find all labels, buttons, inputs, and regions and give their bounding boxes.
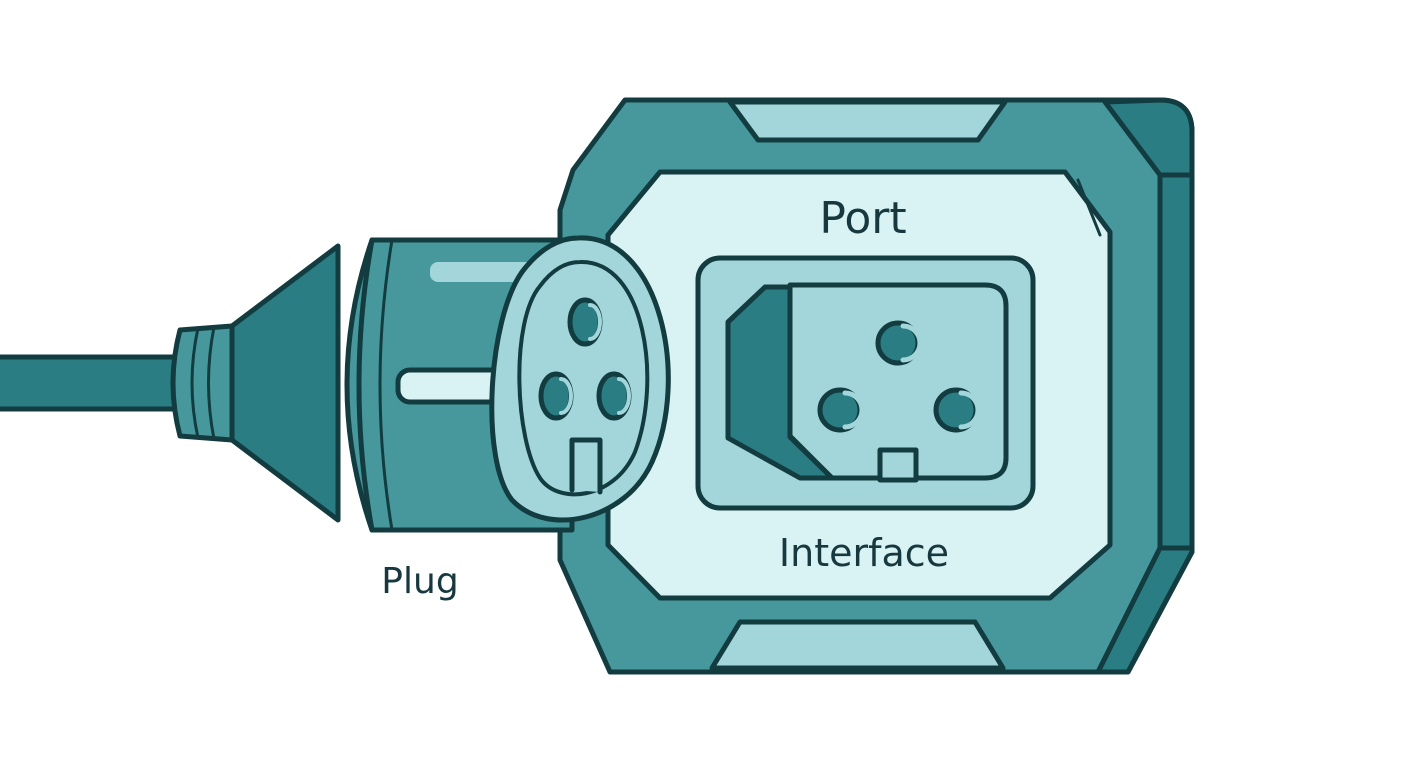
port-bottom-notch	[709, 619, 1006, 671]
plug-body-highlight	[430, 262, 540, 282]
plug-face-inner	[517, 259, 650, 497]
plug-cable	[0, 354, 179, 412]
port-label: Port	[819, 193, 906, 244]
plug-neck	[229, 243, 341, 523]
plug-ground-notch	[569, 437, 603, 495]
socket-left-wall	[725, 284, 835, 481]
interface-label: Interface	[779, 531, 949, 575]
port-top-notch	[727, 99, 1008, 143]
power-plug-icon	[0, 235, 671, 533]
port-panel-bevel	[1063, 170, 1112, 547]
port-side-band	[1095, 97, 1195, 675]
socket-ground-slot	[877, 447, 919, 483]
plug-label: Plug	[381, 561, 458, 602]
port-housing	[557, 97, 1195, 675]
plug-strain-relief	[170, 323, 235, 443]
power-socket-icon	[695, 255, 1036, 511]
